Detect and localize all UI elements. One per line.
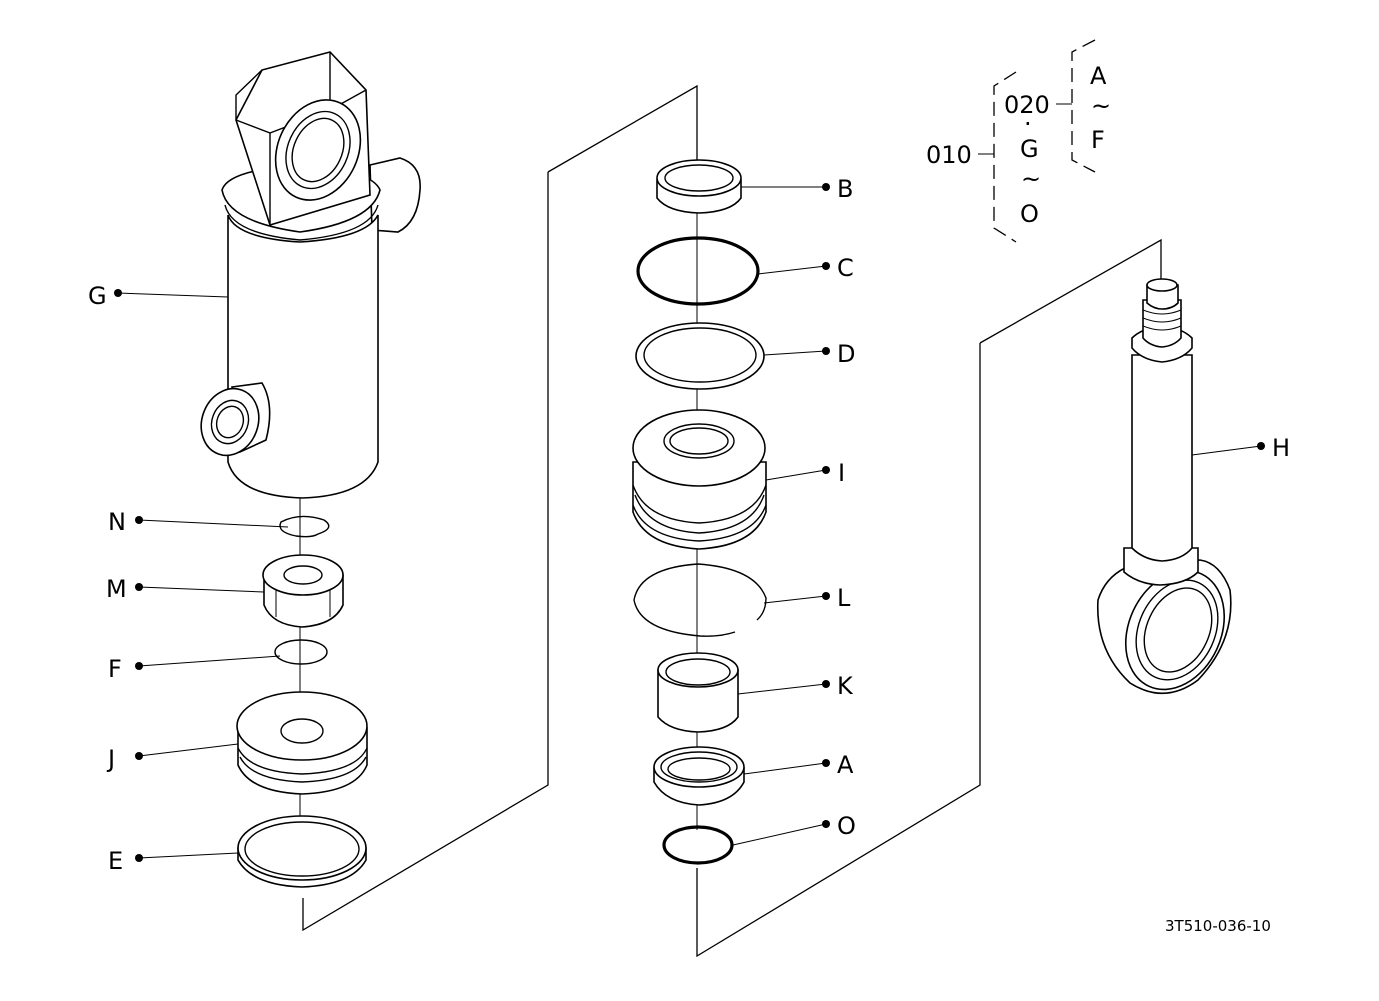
- label-o: O: [837, 812, 856, 840]
- assembly-boundary-right: [696, 238, 1162, 958]
- legend-assembly-010: 010: [926, 141, 972, 169]
- snap-ring-part-n: [279, 515, 330, 538]
- legend-range-to-o: O: [1020, 200, 1039, 228]
- label-f: F: [108, 655, 122, 683]
- label-e: E: [108, 847, 123, 875]
- label-k: K: [837, 672, 854, 700]
- bushing-part-k: [657, 652, 739, 733]
- o-ring-part-c: [636, 236, 760, 306]
- legend-sub-range-tilde: ~: [1091, 92, 1111, 120]
- label-c: C: [837, 254, 854, 282]
- label-h: H: [1272, 434, 1290, 462]
- rod-seal-part-a: [653, 746, 745, 806]
- legend-sub-range-from-a: A: [1090, 62, 1107, 90]
- legend-sub-range-to-f: F: [1091, 126, 1105, 154]
- legend-separator-dot: ·: [1024, 110, 1032, 138]
- o-ring-part-o: [662, 825, 734, 865]
- label-g: G: [88, 282, 107, 310]
- label-m: M: [106, 575, 127, 603]
- label-i: I: [838, 459, 845, 487]
- wear-ring-part-e: [237, 815, 367, 888]
- legend-sub-assembly-020: 020: [1004, 91, 1050, 119]
- label-d: D: [837, 340, 855, 368]
- legend-range-from-g: G: [1020, 135, 1039, 163]
- label-j: J: [106, 745, 115, 773]
- label-l: L: [837, 584, 851, 612]
- label-n: N: [108, 508, 126, 536]
- cylinder-tube-part-g: [200, 51, 421, 499]
- drawing-code: 3T510-036-10: [1165, 917, 1271, 935]
- rod-cover-part-i: [632, 409, 767, 550]
- o-ring-part-f: [274, 639, 328, 665]
- piston-part-j: [236, 691, 368, 795]
- assembly-legend: 010 020 · G ~ O A ~ F: [926, 39, 1111, 243]
- label-b: B: [837, 175, 853, 203]
- assembly-boundary-left: [302, 84, 698, 932]
- piston-rod-part-h: [1096, 278, 1232, 695]
- retaining-ring-part-l: [633, 563, 767, 637]
- label-a: A: [837, 751, 854, 779]
- leader-lines: [114, 183, 1265, 862]
- legend-range-tilde: ~: [1021, 165, 1041, 193]
- backup-ring-part-d: [635, 322, 765, 390]
- nut-part-m: [262, 554, 344, 628]
- part-labels: G N M F J E B C D I L K A O H: [88, 175, 1290, 875]
- dust-seal-part-b: [656, 159, 742, 214]
